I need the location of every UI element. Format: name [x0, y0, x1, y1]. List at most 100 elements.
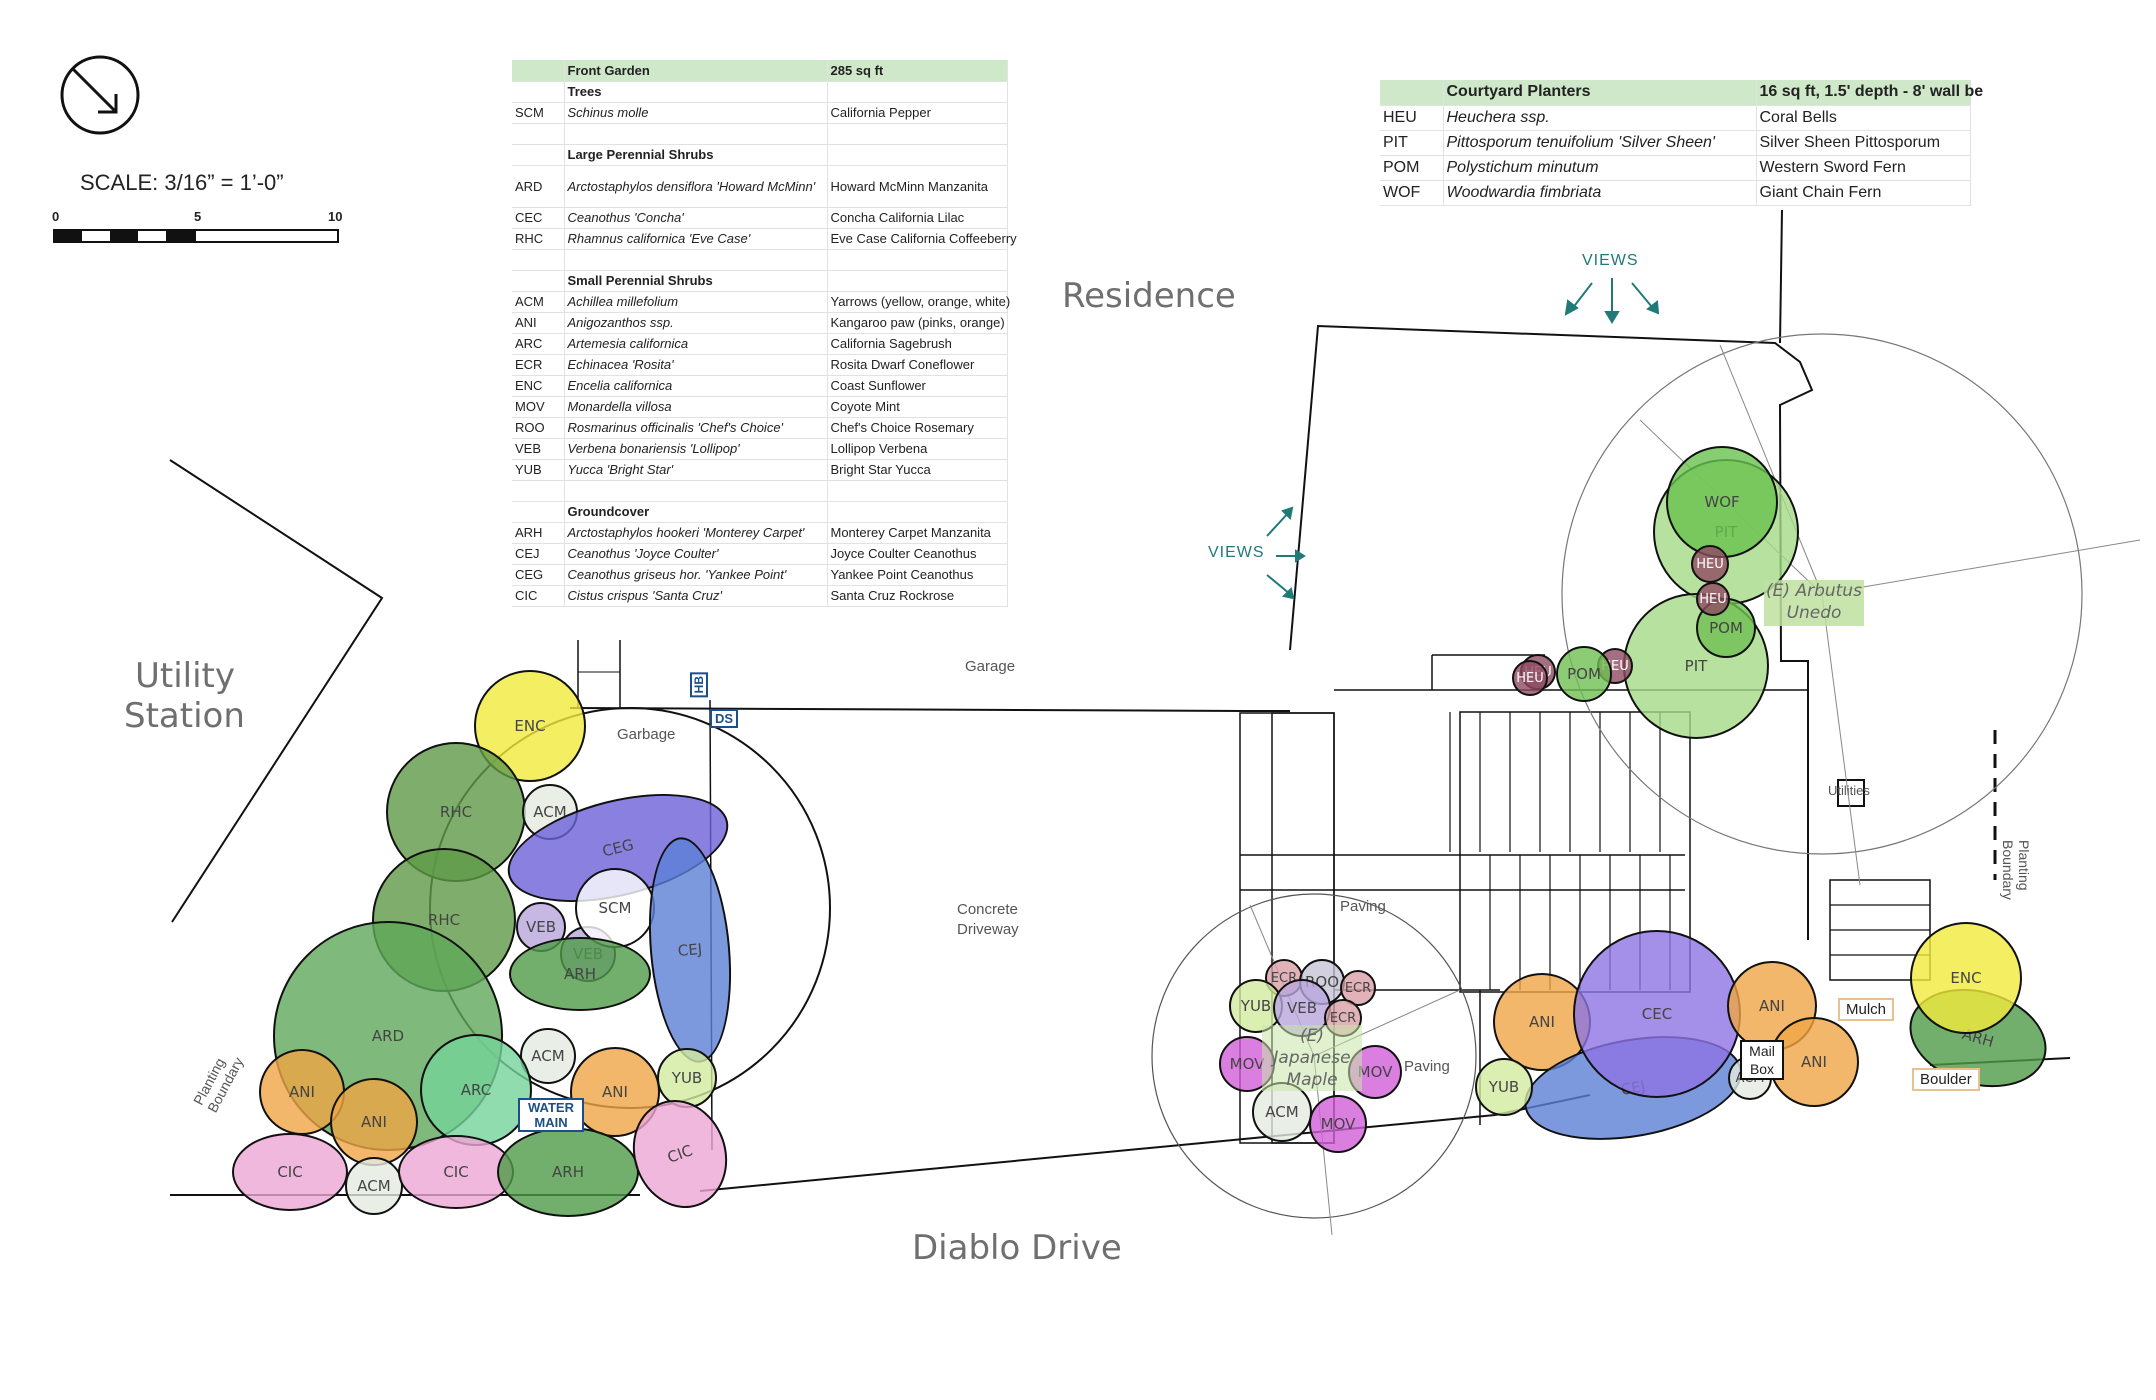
views-label-left: VIEWS: [1208, 544, 1265, 561]
maple-canopy: [1151, 893, 1477, 1219]
maple-label-line1: (E): [1299, 1026, 1324, 1046]
blank: [512, 249, 565, 271]
plant-scm: SCM: [575, 868, 655, 948]
maple-label: (E) Japanese Maple: [1262, 1025, 1362, 1091]
street-label: Diablo Drive: [912, 1228, 1122, 1268]
plant-common-name: Giant Chain Fern: [1756, 180, 1971, 206]
plant-code: PIT: [1380, 130, 1444, 156]
plant-common-name: Monterey Carpet Manzanita: [827, 522, 1008, 544]
mail-box-callout: Mail Box: [1740, 1040, 1784, 1080]
plant-common-name: California Sagebrush: [827, 333, 1008, 355]
plant-code: YUB: [512, 459, 565, 481]
plant-common-name: Yankee Point Ceanothus: [827, 564, 1008, 586]
blank: [827, 270, 1008, 292]
plant-scientific-name: Pittosporum tenuifolium 'Silver Sheen': [1443, 130, 1757, 156]
spacer-row: [512, 123, 1008, 145]
plant-common-name: Coral Bells: [1756, 105, 1971, 131]
blank: [827, 501, 1008, 523]
scale-label: SCALE: 3/16” = 1’-0”: [80, 170, 284, 195]
plant-code: CEG: [512, 564, 565, 586]
plant-ani: ANI: [570, 1047, 660, 1137]
plant-scientific-name: Artemesia californica: [564, 333, 828, 355]
plant-code: ENC: [512, 375, 565, 397]
boulder-tag: Boulder: [1912, 1068, 1980, 1091]
plant-code: VEB: [512, 438, 565, 460]
plant-code: CEJ: [512, 543, 565, 565]
water-main-callout: WATER MAIN: [518, 1098, 584, 1132]
section-name: Small Perennial Shrubs: [564, 270, 828, 292]
plant-code: MOV: [512, 396, 565, 418]
plant-mov: MOV: [1309, 1095, 1367, 1153]
table-title: Courtyard Planters: [1443, 80, 1757, 106]
plant-scientific-name: Woodwardia fimbriata: [1443, 180, 1757, 206]
ds-callout: DS: [710, 709, 739, 728]
blank: [512, 144, 565, 166]
plant-arh: ARH: [509, 937, 651, 1011]
driveway-label-2: Driveway: [957, 921, 1019, 938]
plant-scientific-name: Rosmarinus officinalis 'Chef's Choice': [564, 417, 828, 439]
mulch-tag: Mulch: [1838, 998, 1895, 1021]
blank: [564, 480, 828, 502]
planting-boundary-right: Planting Boundary: [2000, 840, 2032, 900]
plant-common-name: Bright Star Yucca: [827, 459, 1008, 481]
plant-code: ARD: [512, 165, 565, 208]
plant-scientific-name: Cistus crispus 'Santa Cruz': [564, 585, 828, 607]
section-row: Small Perennial Shrubs: [512, 270, 1008, 292]
plant-common-name: Silver Sheen Pittosporum: [1756, 130, 1971, 156]
water-main-line1: WATER: [528, 1100, 574, 1115]
plant-ani: ANI: [1769, 1017, 1859, 1107]
scale-tick-0: 0: [52, 209, 60, 224]
section-name: Large Perennial Shrubs: [564, 144, 828, 166]
plant-code: RHC: [512, 228, 565, 250]
residence-outline: [1289, 324, 1814, 940]
plant-common-name: Western Sword Fern: [1756, 155, 1971, 181]
plant-common-name: Kangaroo paw (pinks, orange): [827, 312, 1008, 334]
mail-box-line1: Mail: [1749, 1043, 1775, 1059]
blank: [512, 60, 565, 82]
blank: [512, 501, 565, 523]
blank: [512, 480, 565, 502]
plant-ani: ANI: [330, 1078, 418, 1166]
garbage-label: Garbage: [617, 726, 676, 743]
maple-label-line2: Japanese: [1273, 1048, 1351, 1068]
hb-callout: HB: [690, 672, 708, 698]
plant-wof: WOF: [1666, 446, 1778, 558]
utility-station-label-1: Utility: [135, 656, 236, 696]
plant-code: WOF: [1380, 180, 1444, 206]
paving-label-top: Paving: [1340, 898, 1386, 915]
section-row: Trees: [512, 81, 1008, 103]
plant-common-name: Joyce Coulter Ceanothus: [827, 543, 1008, 565]
plant-arh: ARH: [497, 1127, 639, 1217]
arbutus-canopy: [1561, 333, 2083, 855]
section-row: Large Perennial Shrubs: [512, 144, 1008, 166]
plant-scientific-name: Arctostaphylos densiflora 'Howard McMinn…: [564, 165, 828, 208]
plant-code: ECR: [512, 354, 565, 376]
plant-code: CEC: [512, 207, 565, 229]
utility-station-label-2: Station: [124, 696, 245, 736]
blank: [1380, 80, 1444, 106]
blank: [564, 249, 828, 271]
spacer-row: [512, 480, 1008, 502]
blank: [827, 249, 1008, 271]
table-area: 285 sq ft: [827, 60, 1008, 82]
plant-scientific-name: Monardella villosa: [564, 396, 828, 418]
blank: [827, 123, 1008, 145]
plant-heu: HEU: [1696, 582, 1730, 616]
plant-scientific-name: Rhamnus californica 'Eve Case': [564, 228, 828, 250]
plant-scientific-name: Verbena bonariensis 'Lollipop': [564, 438, 828, 460]
plant-scientific-name: Encelia californica: [564, 375, 828, 397]
spacer-row: [512, 249, 1008, 271]
blank: [827, 81, 1008, 103]
